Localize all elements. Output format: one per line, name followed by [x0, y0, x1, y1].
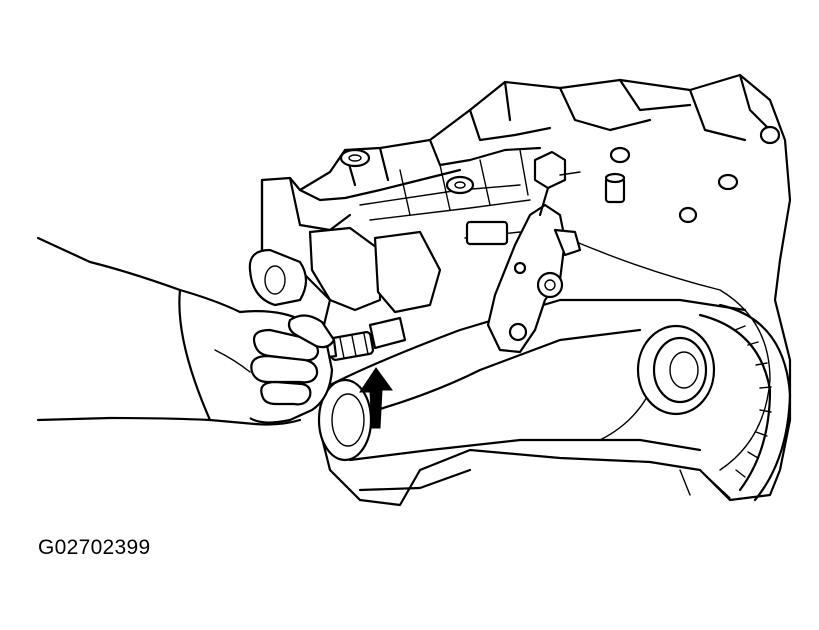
shift-lever-assembly: [486, 150, 582, 354]
figure-code: G02702399: [38, 536, 151, 559]
backup-light-switch: [318, 316, 407, 361]
technician-hand: [36, 236, 336, 426]
install-direction-arrow: [359, 367, 393, 429]
